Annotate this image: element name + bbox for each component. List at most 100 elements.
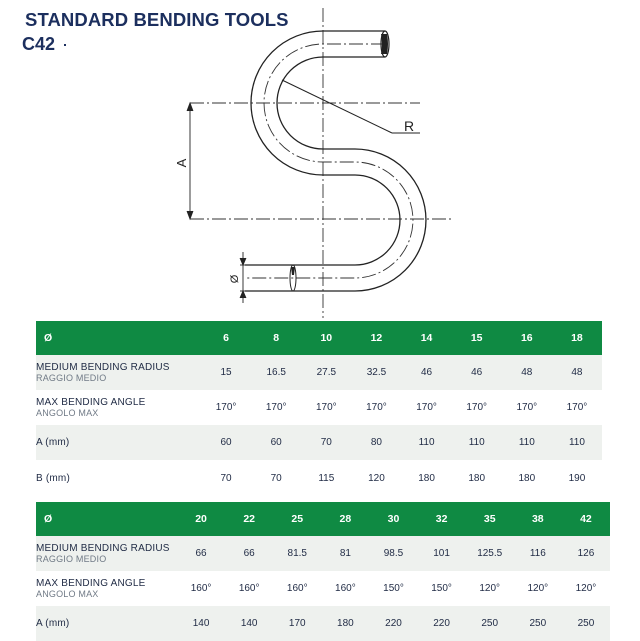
s-bend-drawing: R A Ø xyxy=(174,8,452,318)
model-code: C42 xyxy=(22,34,56,54)
tube-outer-edge xyxy=(245,30,401,266)
table-cell: 81 xyxy=(321,536,370,571)
table-cell: 220 xyxy=(369,606,418,641)
table-cell: 115 xyxy=(318,472,335,484)
diameter-header: Ø xyxy=(36,321,201,355)
table-cell: 70 xyxy=(220,472,232,484)
column-header: 14 xyxy=(401,321,452,355)
spec-table-small-diameters: Ø 6 8 10 12 14 15 16 18 MEDIUM BENDING R… xyxy=(36,321,602,496)
column-header: 35 xyxy=(465,502,514,536)
table-cell: 48 xyxy=(551,355,602,390)
table-row: MEDIUM BENDING RADIUS RAGGIO MEDIO 15 16… xyxy=(36,355,602,390)
column-header: 25 xyxy=(273,502,322,536)
table-cell: 180 xyxy=(468,472,486,484)
table-cell: 120° xyxy=(527,583,549,594)
spec-table-large-diameters: Ø 20 22 25 28 30 32 35 38 42 MEDIUM BEND… xyxy=(36,502,610,641)
table-header-row: Ø 6 8 10 12 14 15 16 18 xyxy=(36,321,602,355)
table-cell: 48 xyxy=(501,355,552,390)
dimension-a xyxy=(186,101,194,221)
table-cell: 32.5 xyxy=(351,355,402,390)
table-cell: 27.5 xyxy=(301,355,352,390)
radius-leader xyxy=(281,79,420,134)
dimension-a-label: A xyxy=(174,158,189,167)
table-cell: 81.5 xyxy=(273,536,322,571)
tube-end-top xyxy=(380,30,390,58)
radius-label: R xyxy=(404,118,414,134)
table-header-row: Ø 20 22 25 28 30 32 35 38 42 xyxy=(36,502,610,536)
table-cell: 16.5 xyxy=(251,355,302,390)
table-cell: 140 xyxy=(177,606,226,641)
table-cell: 120° xyxy=(479,583,501,594)
table-cell: 46 xyxy=(451,355,502,390)
column-header: 16 xyxy=(501,321,552,355)
table-cell: 60 xyxy=(251,425,302,460)
row-label-main: A (mm) xyxy=(36,437,70,448)
row-label-main: B (mm) xyxy=(36,472,70,484)
table-cell: 125.5 xyxy=(465,536,514,571)
row-label: MEDIUM BENDING RADIUS RAGGIO MEDIO xyxy=(36,536,177,571)
table-cell: 220 xyxy=(417,606,466,641)
page-title: STANDARD BENDING TOOLS xyxy=(25,9,289,30)
dimension-diameter xyxy=(239,252,250,303)
table-cell: 116 xyxy=(513,536,562,571)
centerlines xyxy=(190,8,452,318)
table-cell: 150° xyxy=(431,583,452,594)
table-cell: 70 xyxy=(301,425,352,460)
tube-section-shade xyxy=(291,267,295,275)
table-cell: 250 xyxy=(465,606,514,641)
table-cell: 180 xyxy=(418,472,435,484)
tube-inner-edge xyxy=(245,56,427,292)
table-row: A (mm) 140 140 170 180 220 220 250 250 2… xyxy=(36,606,610,641)
table-cell: 160° xyxy=(238,583,260,594)
table-cell: 66 xyxy=(225,536,274,571)
table-cell: 170 xyxy=(273,606,322,641)
row-label-sub: ANGOLO MAX xyxy=(36,588,99,599)
table-cell: 15 xyxy=(201,355,252,390)
row-label: MAX BENDING ANGLE ANGOLO MAX xyxy=(36,571,177,606)
row-label: MEDIUM BENDING RADIUS RAGGIO MEDIO xyxy=(36,355,201,390)
column-header: 10 xyxy=(301,321,352,355)
table-cell: 160° xyxy=(335,583,356,594)
model-dot xyxy=(64,44,66,46)
table-cell: 250 xyxy=(513,606,562,641)
column-header: 12 xyxy=(351,321,402,355)
table-cell: 126 xyxy=(561,536,610,571)
table-cell: 170° xyxy=(416,402,437,413)
table-cell: 120 xyxy=(368,472,385,484)
table-cell: 170° xyxy=(466,402,488,413)
table-cell: 250 xyxy=(561,606,610,641)
row-label: A (mm) xyxy=(36,425,201,460)
row-label-sub: RAGGIO MEDIO xyxy=(36,553,107,564)
row-label-sub: ANGOLO MAX xyxy=(36,407,99,418)
column-header: 8 xyxy=(251,321,302,355)
dimension-diameter-label: Ø xyxy=(229,274,241,283)
tube-end-top-shade xyxy=(381,34,388,54)
table-cell: 160° xyxy=(190,583,212,594)
table-cell: 110 xyxy=(501,425,552,460)
table-row: MAX BENDING ANGLE ANGOLO MAX 170° 170° 1… xyxy=(36,390,602,425)
table-cell: 46 xyxy=(401,355,452,390)
row-label-main: MEDIUM BENDING RADIUS xyxy=(36,361,170,373)
table-row: A (mm) 60 60 70 80 110 110 110 110 xyxy=(36,425,602,460)
column-header: 28 xyxy=(321,502,370,536)
row-label-main: MAX BENDING ANGLE xyxy=(36,577,146,589)
column-header: 6 xyxy=(201,321,252,355)
row-label-main: MEDIUM BENDING RADIUS xyxy=(36,542,170,554)
column-header: 18 xyxy=(551,321,602,355)
column-header: 32 xyxy=(417,502,466,536)
table-cell: 170° xyxy=(315,402,337,413)
table-cell: 98.5 xyxy=(369,536,418,571)
table-cell: 110 xyxy=(401,425,452,460)
column-header: 30 xyxy=(369,502,418,536)
row-label-main: A (mm) xyxy=(36,618,70,629)
table-cell: 170° xyxy=(215,402,237,413)
table-cell: 60 xyxy=(201,425,252,460)
row-label: B (mm) xyxy=(36,460,201,496)
column-header: 22 xyxy=(225,502,274,536)
tube-section-mark xyxy=(289,264,297,292)
table-cell: 170° xyxy=(366,402,387,413)
table-cell: 160° xyxy=(286,583,308,594)
column-header: 15 xyxy=(451,321,502,355)
table-cell: 180 xyxy=(518,472,536,484)
table-cell: 70 xyxy=(270,472,282,484)
